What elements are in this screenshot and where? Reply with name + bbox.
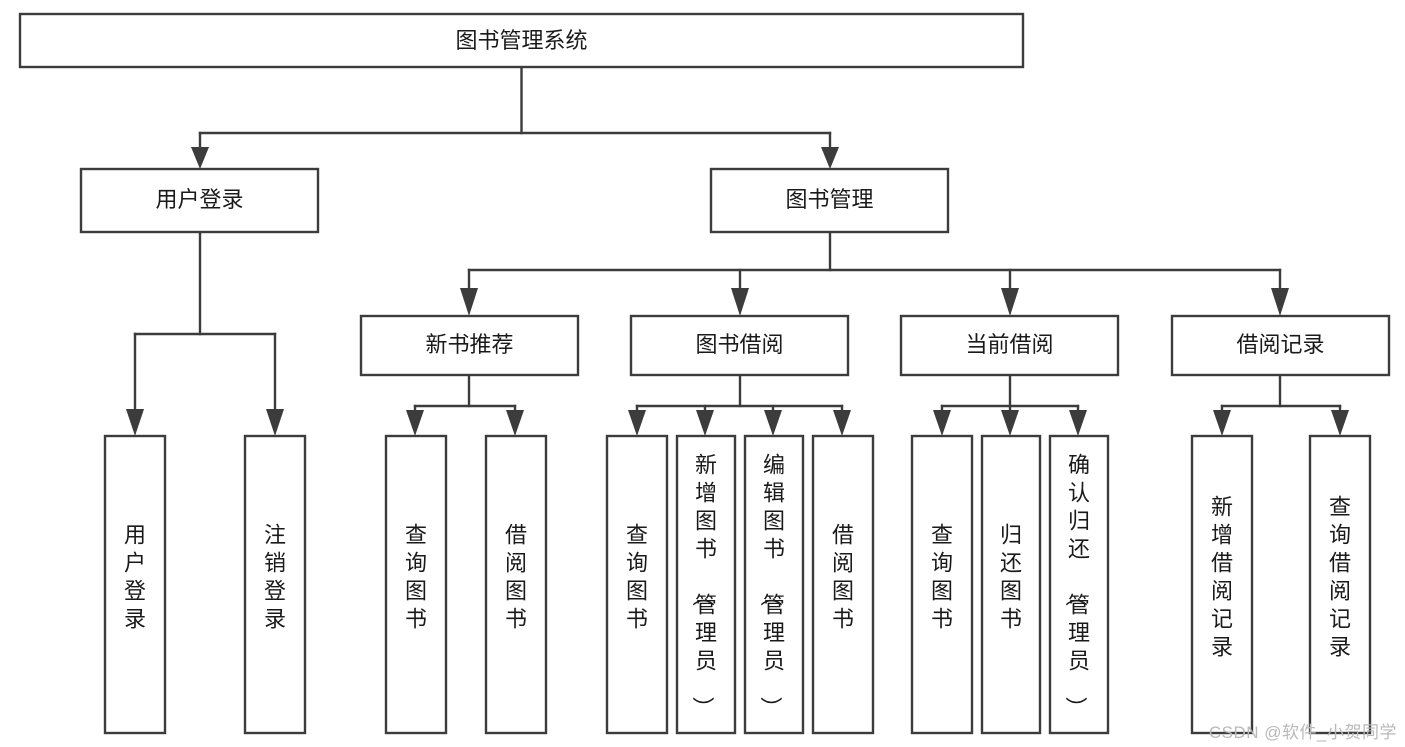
node-borrow-record-box[interactable]: [1170, 314, 1391, 377]
node-book-management-label: 图书管理: [785, 187, 873, 212]
node-book-borrow-box[interactable]: [629, 314, 850, 377]
node-leaf-query-book-3-label: 查询图书: [931, 523, 953, 632]
node-leaf-return-book[interactable]: 归还图书: [980, 434, 1042, 735]
arrow-head-leaf-query-record: [1331, 410, 1349, 436]
node-leaf-add-book[interactable]: 新增图书（管理员）: [675, 434, 737, 735]
node-book-management[interactable]: 图书管理: [709, 167, 950, 234]
arrow-head-leaf-query-book-2: [628, 410, 646, 436]
node-root-label: 图书管理系统: [455, 28, 587, 53]
connector-group-book-borrow: [628, 373, 851, 436]
node-leaf-query-record[interactable]: 查询借阅记录: [1308, 434, 1372, 735]
node-leaf-query-book-3[interactable]: 查询图书: [910, 434, 974, 735]
arrow-head-borrow-record: [1271, 288, 1289, 316]
arrow-head-leaf-logout-login: [266, 409, 284, 436]
arrow-head-user-login: [191, 147, 209, 169]
node-leaf-edit-book-label: 编辑图书（管理员）: [758, 453, 785, 719]
node-leaf-add-record-label: 新增借阅记录: [1211, 495, 1233, 660]
node-leaf-logout-login-label: 注销登录: [264, 523, 286, 632]
node-leaf-borrow-book-1-label: 借阅图书: [505, 523, 527, 632]
node-leaf-query-book-3-box[interactable]: [910, 434, 974, 735]
node-leaf-confirm-return-label: 确认归还（管理员）: [1063, 453, 1090, 719]
node-book-borrow[interactable]: 图书借阅: [629, 314, 850, 377]
node-current-borrow-box[interactable]: [899, 314, 1120, 377]
arrow-head-current-borrow: [1001, 288, 1019, 316]
node-leaf-query-book-2-box[interactable]: [605, 434, 669, 735]
arrow-head-leaf-return-book: [1001, 410, 1019, 436]
node-leaf-query-book-2-label: 查询图书: [626, 523, 648, 632]
node-root[interactable]: 图书管理系统: [18, 12, 1025, 69]
connector-group-new-book-recommend: [406, 373, 524, 436]
arrow-head-leaf-query-book-3: [933, 410, 951, 436]
node-leaf-borrow-book-1[interactable]: 借阅图书: [484, 434, 548, 735]
arrow-head-leaf-borrow-book-1: [506, 410, 524, 436]
node-leaf-confirm-return[interactable]: 确认归还（管理员）: [1048, 434, 1110, 735]
node-current-borrow-label: 当前借阅: [965, 332, 1053, 357]
node-leaf-add-book-box[interactable]: [675, 434, 737, 735]
node-new-book-recommend-box[interactable]: [359, 314, 580, 377]
node-leaf-query-book-1-label: 查询图书: [405, 523, 427, 632]
arrow-head-leaf-add-book: [696, 410, 714, 436]
node-new-book-recommend[interactable]: 新书推荐: [359, 314, 580, 377]
connector-group-user-login: [126, 230, 284, 436]
node-borrow-record[interactable]: 借阅记录: [1170, 314, 1391, 377]
arrow-head-new-book-recommend: [460, 288, 478, 316]
node-leaf-add-record-box[interactable]: [1190, 434, 1254, 735]
node-leaf-borrow-book-2[interactable]: 借阅图书: [811, 434, 875, 735]
arrow-head-leaf-confirm-return: [1069, 410, 1087, 436]
node-user-login-label: 用户登录: [155, 187, 243, 212]
node-borrow-record-label: 借阅记录: [1236, 332, 1324, 357]
node-book-borrow-label: 图书借阅: [695, 332, 783, 357]
node-leaf-borrow-book-1-box[interactable]: [484, 434, 548, 735]
node-leaf-add-book-label: 新增图书（管理员）: [690, 453, 717, 719]
arrow-head-book-management: [821, 147, 839, 169]
node-user-login[interactable]: 用户登录: [79, 167, 320, 234]
node-leaf-query-book-2[interactable]: 查询图书: [605, 434, 669, 735]
connector-group-current-borrow: [933, 373, 1087, 436]
node-leaf-confirm-return-box[interactable]: [1048, 434, 1110, 735]
arrow-head-leaf-add-record: [1213, 410, 1231, 436]
arrow-head-leaf-borrow-book-2: [833, 410, 851, 436]
arrow-head-leaf-query-book-1: [406, 410, 424, 436]
node-leaf-query-record-box[interactable]: [1308, 434, 1372, 735]
node-root-box[interactable]: [18, 12, 1025, 69]
connector-group-root: [191, 65, 839, 169]
node-leaf-borrow-book-2-box[interactable]: [811, 434, 875, 735]
arrow-head-book-borrow: [731, 288, 749, 316]
node-leaf-user-login-label: 用户登录: [124, 523, 146, 632]
node-new-book-recommend-label: 新书推荐: [425, 332, 513, 357]
arrow-head-leaf-user-login: [126, 409, 144, 436]
node-leaf-query-record-label: 查询借阅记录: [1329, 495, 1351, 660]
node-leaf-query-book-1[interactable]: 查询图书: [384, 434, 448, 735]
node-leaf-logout-login-box[interactable]: [243, 434, 307, 735]
node-leaf-user-login-box[interactable]: [103, 434, 167, 735]
node-leaf-user-login[interactable]: 用户登录: [103, 434, 167, 735]
arrow-head-leaf-edit-book: [764, 410, 782, 436]
connector-group-book-management: [460, 230, 1289, 316]
node-leaf-add-record[interactable]: 新增借阅记录: [1190, 434, 1254, 735]
node-book-management-box[interactable]: [709, 167, 950, 234]
connector-group-borrow-record: [1213, 373, 1349, 436]
node-leaf-logout-login[interactable]: 注销登录: [243, 434, 307, 735]
node-leaf-query-book-1-box[interactable]: [384, 434, 448, 735]
node-leaf-edit-book[interactable]: 编辑图书（管理员）: [743, 434, 805, 735]
node-leaf-borrow-book-2-label: 借阅图书: [832, 523, 854, 632]
node-user-login-box[interactable]: [79, 167, 320, 234]
node-current-borrow[interactable]: 当前借阅: [899, 314, 1120, 377]
node-leaf-return-book-label: 归还图书: [1000, 523, 1022, 632]
node-leaf-edit-book-box[interactable]: [743, 434, 805, 735]
node-leaf-return-book-box[interactable]: [980, 434, 1042, 735]
